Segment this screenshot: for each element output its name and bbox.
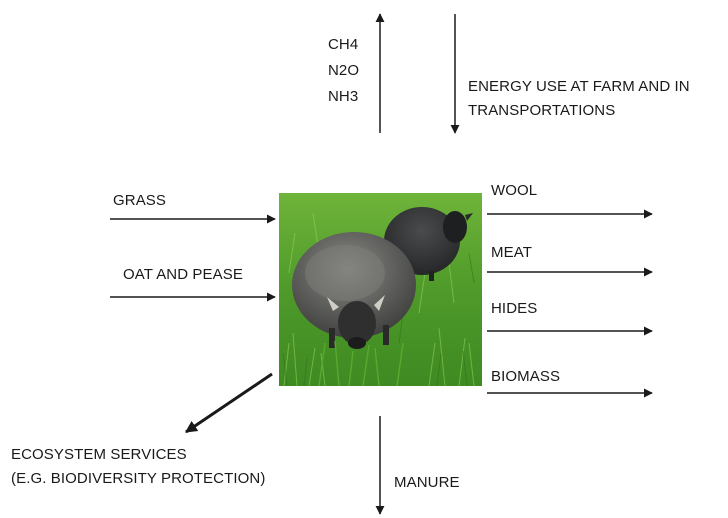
sheep-grazing-photo (279, 193, 482, 386)
ecosystem-services-arrow (186, 374, 272, 432)
